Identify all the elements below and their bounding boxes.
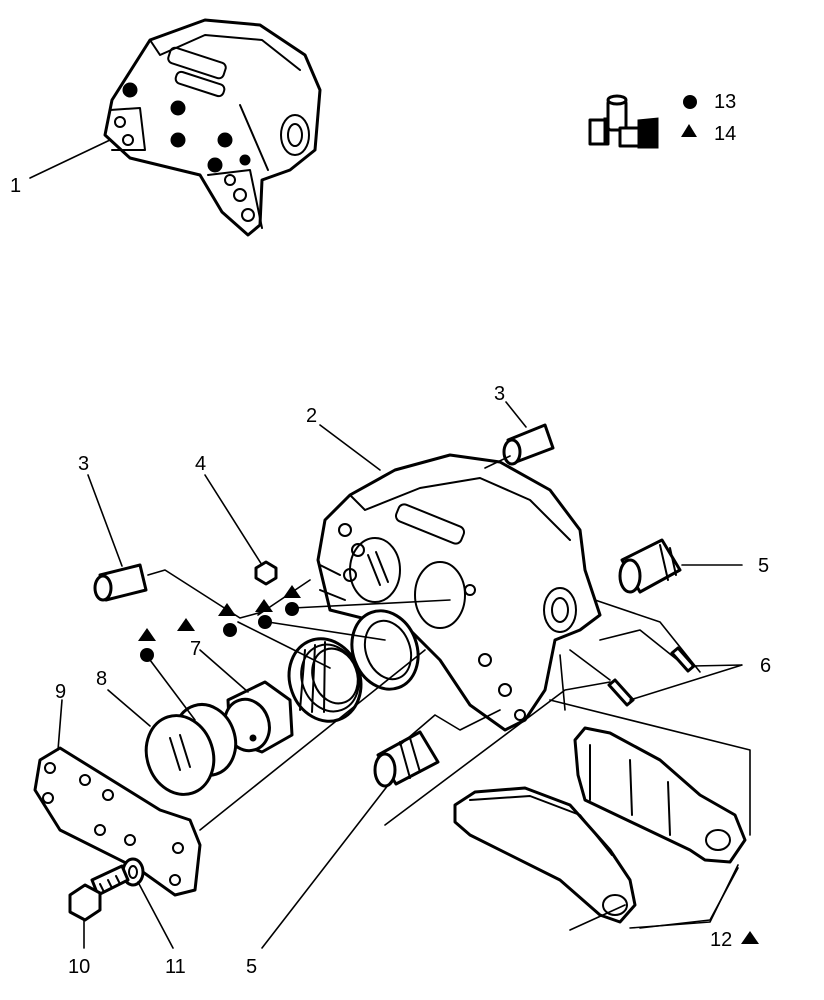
leader-8 [107,689,151,727]
callout-3-left: 3 [78,453,89,475]
callout-3-right: 3 [494,383,505,405]
screw-upper [670,646,696,673]
leader-3-left [87,474,123,567]
leader-12 [629,864,739,929]
leader-1 [29,139,111,179]
callout-5-lower: 5 [246,956,257,978]
leader-9 [57,699,63,751]
bushing-right [618,538,682,594]
callout-5-right: 5 [758,555,769,577]
callout-4: 4 [195,453,206,475]
pin-right [502,423,555,466]
callout-2: 2 [306,405,317,427]
assembly-outline-pads [384,681,751,931]
callout-12: 12 [710,929,732,951]
screw-lower [607,678,635,707]
legend-14-label: 14 [714,123,736,145]
dust-boot [287,637,363,723]
triangle-symbol [283,585,301,598]
circle-symbol [258,615,272,629]
brake-pad-rear [573,726,747,864]
leader-3-right [505,401,527,428]
callout-1: 1 [10,175,21,197]
brake-pad-front [453,786,637,924]
triangle-symbol [741,931,759,944]
leader-6 [629,664,743,701]
leader-seal-c [292,599,451,609]
callout-11: 11 [165,956,186,978]
leader-7 [199,649,249,693]
leader-11 [137,881,174,949]
bolt-small [254,560,278,586]
leader-seal-a [237,621,331,669]
leader-cap [149,659,196,721]
caliper-assembly [103,18,322,237]
leader-5-lower [261,779,393,949]
leader-4 [204,474,263,566]
leader-seal-b [267,621,386,641]
leader-2 [319,424,381,471]
legend-triangle-symbol [681,124,697,137]
assembly-outline-right [569,599,701,681]
cover-plate [33,746,202,897]
triangle-symbol [218,603,236,616]
pin-left [93,563,148,602]
triangle-symbol [138,628,156,641]
circle-symbol [285,602,299,616]
kit-icon [588,94,659,149]
callout-9: 9 [55,681,66,703]
callout-8: 8 [96,668,107,690]
triangle-symbol [177,618,195,631]
legend-13-label: 13 [714,91,736,113]
callout-10: 10 [68,956,90,978]
assembly-outline-bottom [199,649,501,831]
circle-symbol [140,648,154,662]
legend-circle-symbol [683,95,697,109]
callout-6: 6 [760,655,771,677]
hex-bolt [68,864,130,922]
triangle-symbol [255,599,273,612]
assembly-outline-pins [484,455,566,711]
piston-cap [144,703,238,796]
circle-symbol [223,623,237,637]
callout-7: 7 [190,638,201,660]
